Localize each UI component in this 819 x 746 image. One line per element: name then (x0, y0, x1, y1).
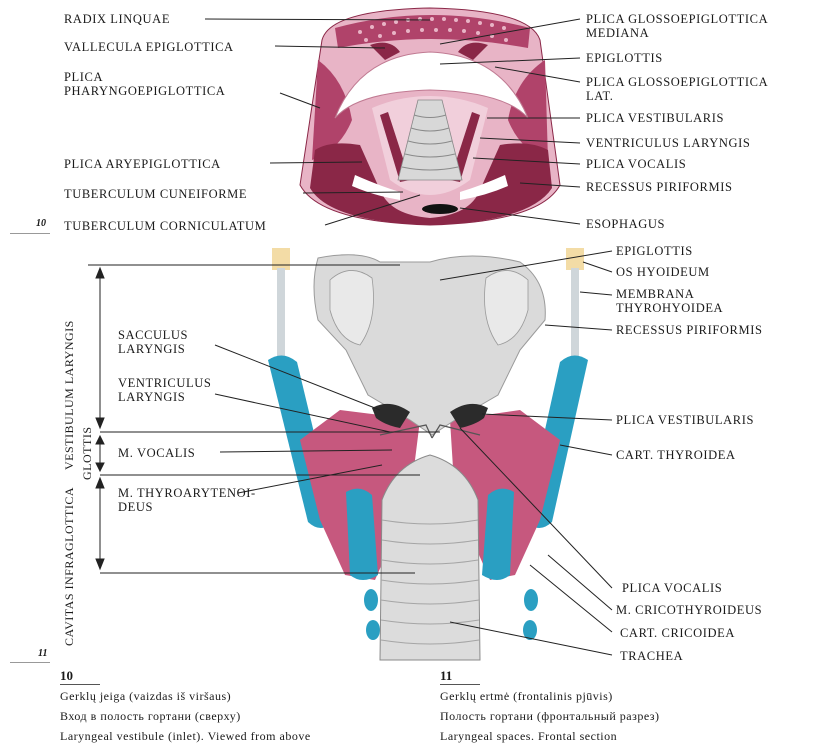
caption-10-lt: Gerklų jeiga (vaizdas iš viršaus) (60, 689, 231, 704)
label-cavitas-infraglottica: CAVITAS INFRAGLOTTICA (62, 487, 77, 646)
label-radix-linquae: RADIX LINQUAE (64, 12, 170, 26)
label-plica-pharyngoepiglottica: PLICA PHARYNGOEPIGLOTTICA (64, 70, 225, 98)
label-tuberculum-corniculatum: TUBERCULUM CORNICULATUM (64, 219, 266, 233)
label-sacculus-laryngis: SACCULUS LARYNGIS (118, 328, 188, 356)
label-os-hyoideum: OS HYOIDEUM (616, 265, 710, 279)
figure-10-number: 10 (36, 218, 46, 229)
label-recessus-piriformis-10: RECESSUS PIRIFORMIS (586, 180, 733, 194)
caption-11-en: Laryngeal spaces. Frontal section (440, 729, 617, 744)
label-recessus-piriformis-11: RECESSUS PIRIFORMIS (616, 323, 763, 337)
trachea-tube (380, 455, 480, 660)
label-plica-vestibularis-11: PLICA VESTIBULARIS (616, 413, 754, 427)
label-membrana-thyrohyoidea: MEMBRANA THYROHYOIDEA (616, 287, 723, 315)
label-trachea: TRACHEA (620, 649, 683, 663)
label-epiglottis-10: EPIGLOTTIS (586, 51, 663, 65)
label-vestibulum-laryngis: VESTIBULUM LARYNGIS (62, 320, 77, 470)
label-cart-thyroidea: CART. THYROIDEA (616, 448, 736, 462)
figure-10-margin-rule (10, 233, 50, 234)
label-plica-vocalis-11: PLICA VOCALIS (622, 581, 722, 595)
caption-11-ru: Полость гортани (фронтальный разрез) (440, 709, 660, 724)
label-m-vocalis: M. VOCALIS (118, 446, 195, 460)
caption-10-number: 10 (60, 668, 73, 684)
label-glottis: GLOTTIS (80, 427, 95, 481)
caption-10-rule (60, 684, 100, 685)
label-epiglottis-11: EPIGLOTTIS (616, 244, 693, 258)
label-ventriculus-laryngis-11: VENTRICULUS LARYNGIS (118, 376, 211, 404)
figure-11-margin-rule (10, 662, 50, 663)
caption-11-number: 11 (440, 668, 452, 684)
caption-11-rule (440, 684, 480, 685)
label-tuberculum-cuneiforme: TUBERCULUM CUNEIFORME (64, 187, 247, 201)
label-plica-vestibularis-10: PLICA VESTIBULARIS (586, 111, 724, 125)
label-ventriculus-laryngis-10: VENTRICULUS LARYNGIS (586, 136, 750, 150)
label-cart-cricoidea: CART. CRICOIDEA (620, 626, 735, 640)
label-plica-glossoepiglottica-mediana: PLICA GLOSSOEPIGLOTTICA MEDIANA (586, 12, 768, 40)
label-esophagus: ESOPHAGUS (586, 217, 665, 231)
caption-10-ru: Вход в полость гортани (сверху) (60, 709, 241, 724)
figure-11-number-margin: 11 (38, 648, 47, 659)
label-plica-glossoepiglottica-lat: PLICA GLOSSOEPIGLOTTICA LAT. (586, 75, 768, 103)
label-vallecula-epiglottica: VALLECULA EPIGLOTTICA (64, 40, 234, 54)
caption-10-en: Laryngeal vestibule (inlet). Viewed from… (60, 729, 311, 744)
label-plica-aryepiglottica: PLICA ARYEPIGLOTTICA (64, 157, 221, 171)
caption-11-lt: Gerklų ertmė (frontalinis pjūvis) (440, 689, 613, 704)
label-m-thyroarytenoideus: M. THYROARYTENOI- DEUS (118, 486, 256, 514)
label-plica-vocalis-10: PLICA VOCALIS (586, 157, 686, 171)
label-m-cricothyroideus: M. CRICOTHYROIDEUS (616, 603, 762, 617)
